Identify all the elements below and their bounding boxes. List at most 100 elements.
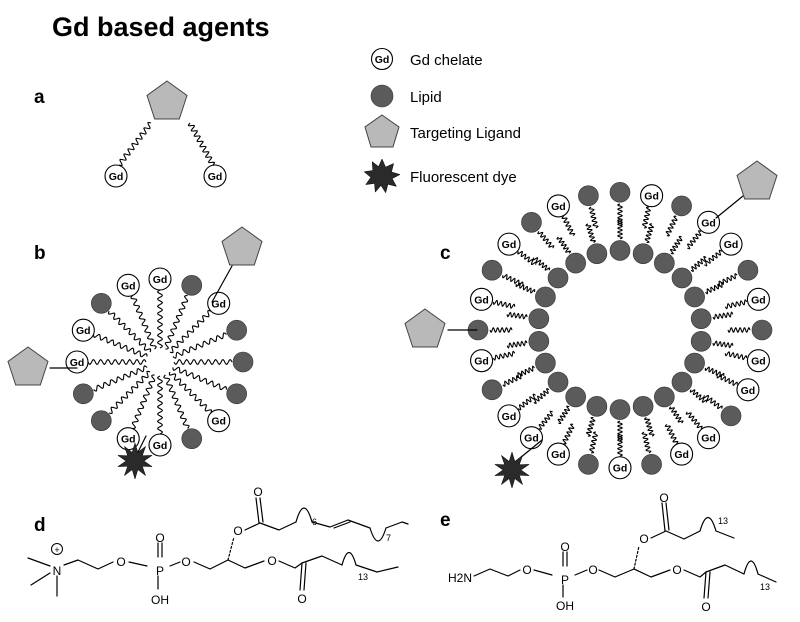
lipid-tail bbox=[92, 333, 148, 358]
lipid-tail bbox=[703, 395, 723, 409]
lipid-tail bbox=[617, 218, 623, 240]
gd-chelate-label: Gd bbox=[644, 191, 659, 203]
lipid-icon bbox=[181, 428, 203, 449]
gd-chelate-label: Gd bbox=[208, 171, 223, 183]
lipid-icon bbox=[654, 386, 675, 408]
lipid-tail bbox=[169, 309, 212, 354]
lipid-tail bbox=[589, 431, 599, 454]
gd-chelate-label: Gd bbox=[524, 433, 539, 445]
lipid-icon bbox=[528, 331, 550, 352]
lipid-tail bbox=[163, 374, 190, 429]
gd-chelate-label: Gd bbox=[474, 356, 489, 368]
d-o-6: O bbox=[267, 554, 276, 568]
lipid-icon bbox=[578, 185, 599, 207]
gd-chelate-icon bbox=[207, 291, 231, 315]
lipid-icon bbox=[226, 319, 247, 341]
lipid-icon bbox=[641, 453, 662, 475]
lipid-tail bbox=[131, 374, 156, 430]
lipid-tail bbox=[704, 366, 725, 378]
gd-chelate-label: Gd bbox=[211, 298, 226, 310]
structure-d-bonds bbox=[27, 497, 409, 597]
d-sub-13: 13 bbox=[358, 572, 368, 582]
lipid-tail bbox=[164, 294, 189, 350]
gd-chelate-label: Gd bbox=[674, 449, 689, 461]
gd-chelate-icon bbox=[640, 184, 664, 208]
gd-chelate-label: Gd bbox=[502, 411, 517, 423]
lipid-tail bbox=[617, 434, 623, 457]
lipid-tail bbox=[668, 406, 684, 424]
ammonium-n: N bbox=[53, 564, 62, 578]
lipid-tail bbox=[532, 257, 551, 271]
legend-fluorescent-dye: Fluorescent dye bbox=[410, 169, 517, 186]
gd-chelate-label: Gd bbox=[153, 274, 168, 286]
lipid-tail bbox=[665, 215, 678, 237]
gd-chelate-icon bbox=[670, 442, 694, 466]
lipid-tail bbox=[716, 273, 738, 287]
gd-chelate-label: Gd bbox=[751, 356, 766, 368]
lipid-tail bbox=[517, 251, 537, 265]
lipid-icon bbox=[578, 453, 599, 475]
lipid-tail bbox=[492, 299, 516, 309]
gd-chelate-label: Gd bbox=[751, 294, 766, 306]
lipid-icon bbox=[632, 243, 654, 264]
lipid-tail bbox=[727, 327, 751, 333]
lipid-icon bbox=[370, 84, 394, 108]
d-o-3: O bbox=[181, 555, 190, 569]
lipid-icon bbox=[609, 181, 631, 203]
lipid-tail bbox=[585, 416, 596, 437]
lipid-tail bbox=[172, 332, 227, 359]
lipid-icon bbox=[586, 396, 608, 417]
lipid-icon bbox=[632, 396, 654, 417]
legend: Gd Gd chelate Lipid Targeting Ligand Flu… bbox=[363, 47, 521, 194]
fluorescent-dye-icon bbox=[363, 158, 401, 194]
lipid-tail bbox=[173, 358, 233, 366]
targeting-ligand-icon bbox=[146, 80, 188, 120]
lipid-icon bbox=[91, 410, 112, 431]
gd-chelate-icon bbox=[696, 426, 721, 450]
lipid-tail bbox=[108, 370, 151, 415]
lipid-icon bbox=[671, 195, 692, 217]
lipid-icon bbox=[73, 383, 94, 405]
lipid-tail bbox=[617, 420, 623, 442]
targeting-ligand-icon bbox=[364, 114, 400, 148]
panel-a-dimer-agent: Gd Gd bbox=[104, 80, 227, 188]
lipid-tail bbox=[556, 236, 572, 254]
lipid-tail bbox=[533, 388, 550, 405]
gd-chelate-icon bbox=[470, 287, 494, 311]
gd-chelate-label: Gd bbox=[109, 171, 124, 183]
dye-linker bbox=[137, 435, 147, 453]
lipid-tail bbox=[690, 255, 707, 272]
lipid-icon bbox=[226, 383, 247, 405]
e-o-3: O bbox=[588, 563, 597, 577]
lipid-icon bbox=[521, 212, 542, 233]
e-o-7: O bbox=[701, 600, 710, 614]
d-o-2: O bbox=[155, 531, 164, 545]
lipid-tail bbox=[712, 311, 734, 320]
lipid-tail bbox=[156, 289, 164, 349]
linker bbox=[118, 121, 152, 167]
dye-linker bbox=[519, 439, 543, 459]
lipid-icon bbox=[684, 352, 705, 374]
legend-gd-chelate: Gd chelate bbox=[410, 52, 483, 69]
lipid-icon bbox=[671, 371, 693, 393]
gd-chelate-icon bbox=[203, 164, 227, 188]
gd-chelate-icon bbox=[736, 378, 760, 402]
lipid-icon bbox=[565, 252, 586, 274]
panel-label-b: b bbox=[34, 243, 46, 264]
lipid-tail bbox=[705, 281, 725, 295]
lipid-tail bbox=[664, 423, 679, 444]
lipid-tail bbox=[87, 358, 147, 366]
targeting-ligand-icon bbox=[7, 346, 49, 386]
lipid-tail bbox=[617, 203, 623, 226]
structure-e: H2N O P O OH O O O O O 13 13 bbox=[448, 491, 777, 614]
lipid-tail bbox=[704, 249, 722, 267]
lipid-icon bbox=[654, 252, 675, 274]
lipid-tail bbox=[492, 350, 516, 361]
panel-label-c: c bbox=[440, 243, 451, 264]
lipid-tail bbox=[724, 351, 748, 361]
lipid-icon bbox=[609, 240, 631, 261]
lipid-icon bbox=[528, 308, 550, 329]
lipid-tail bbox=[506, 311, 528, 320]
gd-chelate-label: Gd bbox=[551, 201, 566, 213]
targeting-ligand-icon bbox=[404, 308, 446, 348]
